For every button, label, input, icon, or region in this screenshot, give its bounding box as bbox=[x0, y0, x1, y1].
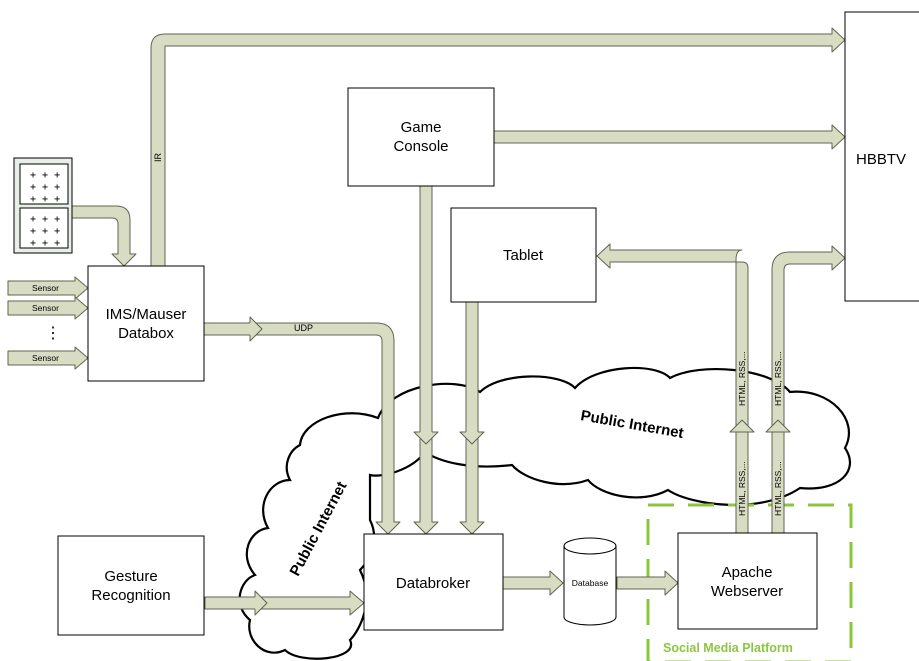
game-console-label-line1: Game bbox=[401, 119, 442, 136]
tablet-to-databroker-arrow bbox=[459, 301, 485, 535]
gesture-midway-arrowhead bbox=[254, 590, 268, 616]
udp-arrow bbox=[203, 322, 401, 535]
sensor-label-1: Sensor bbox=[32, 283, 59, 293]
svg-text:+ + +: + + + bbox=[30, 170, 60, 181]
apache-label-line2: Webserver bbox=[711, 583, 783, 600]
svg-text:+ + +: + + + bbox=[30, 238, 60, 249]
ims-label-line2: Databox bbox=[118, 325, 174, 342]
tablet-label: Tablet bbox=[503, 247, 544, 264]
upward-arrowhead-1 bbox=[729, 419, 755, 433]
sensor-arrow-1: Sensor bbox=[7, 276, 89, 300]
apache-label-line1: Apache bbox=[722, 564, 773, 581]
keypad-to-ims-arrow bbox=[71, 205, 137, 267]
console-midway-arrowhead bbox=[413, 431, 439, 445]
sensor-ellipsis: ⋮ bbox=[45, 325, 61, 342]
apache-webserver-box bbox=[677, 532, 818, 630]
social-media-platform-label: Social Media Platform bbox=[663, 641, 793, 655]
apache-to-tablet-arrow bbox=[596, 243, 749, 534]
game-console-label-line2: Console bbox=[393, 138, 448, 155]
html-rss-label-3: HTML, RSS,... bbox=[737, 461, 747, 516]
ims-databox-box bbox=[87, 265, 205, 382]
gesture-label-line1: Gesture bbox=[104, 568, 157, 585]
keypad-device: + + + + + + + + + + + + + + + + + + bbox=[13, 157, 73, 254]
database-label: Database bbox=[572, 578, 609, 588]
udp-label: UDP bbox=[294, 323, 313, 333]
udp-midway-arrowhead bbox=[249, 316, 263, 342]
database-cylinder: Database bbox=[563, 537, 617, 626]
svg-text:+ + +: + + + bbox=[30, 182, 60, 193]
tablet-box bbox=[450, 207, 597, 303]
sensor-label-3: Sensor bbox=[32, 353, 59, 363]
gesture-recognition-box bbox=[57, 535, 205, 636]
html-rss-label-1: HTML, RSS,... bbox=[737, 351, 747, 406]
console-to-databroker-arrow bbox=[413, 185, 439, 535]
hbbtv-label: HBBTV bbox=[856, 151, 906, 168]
html-rss-label-2: HTML, RSS,... bbox=[773, 351, 783, 406]
sensor-label-2: Sensor bbox=[32, 303, 59, 313]
databroker-box bbox=[363, 533, 504, 631]
ims-label-line1: IMS/Mauser bbox=[106, 306, 187, 323]
svg-text:+ + +: + + + bbox=[30, 214, 60, 225]
ir-label: IR bbox=[153, 152, 163, 162]
tablet-midway-arrowhead bbox=[459, 431, 485, 445]
svg-text:+ + +: + + + bbox=[30, 226, 60, 237]
apache-to-hbbtv-arrow bbox=[771, 245, 846, 534]
html-rss-label-4: HTML, RSS,... bbox=[773, 461, 783, 516]
databroker-to-database-arrow bbox=[502, 570, 564, 596]
upward-arrowhead-2 bbox=[765, 419, 791, 433]
databroker-label: Databroker bbox=[396, 575, 470, 592]
console-to-hbbtv-arrow bbox=[493, 124, 846, 150]
sensor-arrow-3: Sensor bbox=[7, 346, 89, 370]
gesture-to-databroker-arrow bbox=[204, 590, 365, 616]
sensor-arrow-2: Sensor bbox=[7, 296, 89, 320]
gesture-label-line2: Recognition bbox=[91, 587, 170, 604]
game-console-box bbox=[347, 87, 495, 187]
hbbtv-box bbox=[844, 11, 919, 302]
svg-text:+ + +: + + + bbox=[30, 194, 60, 205]
ir-arrow bbox=[150, 27, 846, 267]
database-to-apache-arrow bbox=[616, 570, 679, 596]
